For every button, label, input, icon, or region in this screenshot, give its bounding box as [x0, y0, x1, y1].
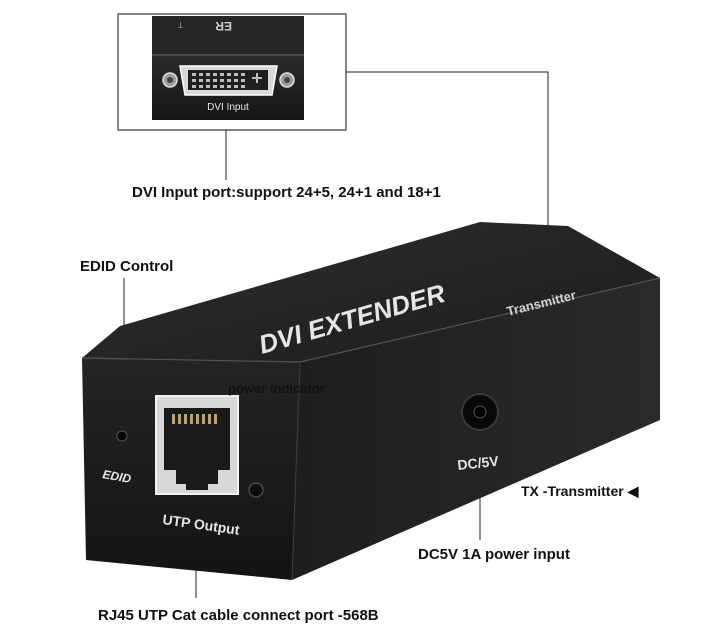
callout-power-indicator: power indicator [228, 381, 325, 396]
device-body: DVI EXTENDER Transmitter EDID UTP Output [81, 222, 661, 581]
svg-text:T: T [178, 20, 183, 29]
callout-rj45: RJ45 UTP Cat cable connect port -568B [98, 607, 379, 624]
callout-tx-transmitter: TX -Transmitter ◀ [521, 483, 639, 499]
edid-text: EDID [101, 467, 132, 486]
callout-edid-control: EDID Control [80, 258, 174, 275]
inset-port-caption: DVI Input [207, 102, 249, 113]
rj45-port [155, 395, 239, 495]
inset-dvi-port [162, 65, 295, 96]
power-led [248, 482, 264, 498]
callout-dvi-input: DVI Input port:support 24+5, 24+1 and 18… [132, 184, 441, 201]
inset-device: ER T DVI Input [152, 16, 304, 120]
dc-text: DC/5V [457, 453, 500, 473]
edid-button-hole [116, 430, 128, 442]
svg-text:ER: ER [215, 19, 232, 33]
callout-dc-power: DC5V 1A power input [418, 546, 570, 563]
